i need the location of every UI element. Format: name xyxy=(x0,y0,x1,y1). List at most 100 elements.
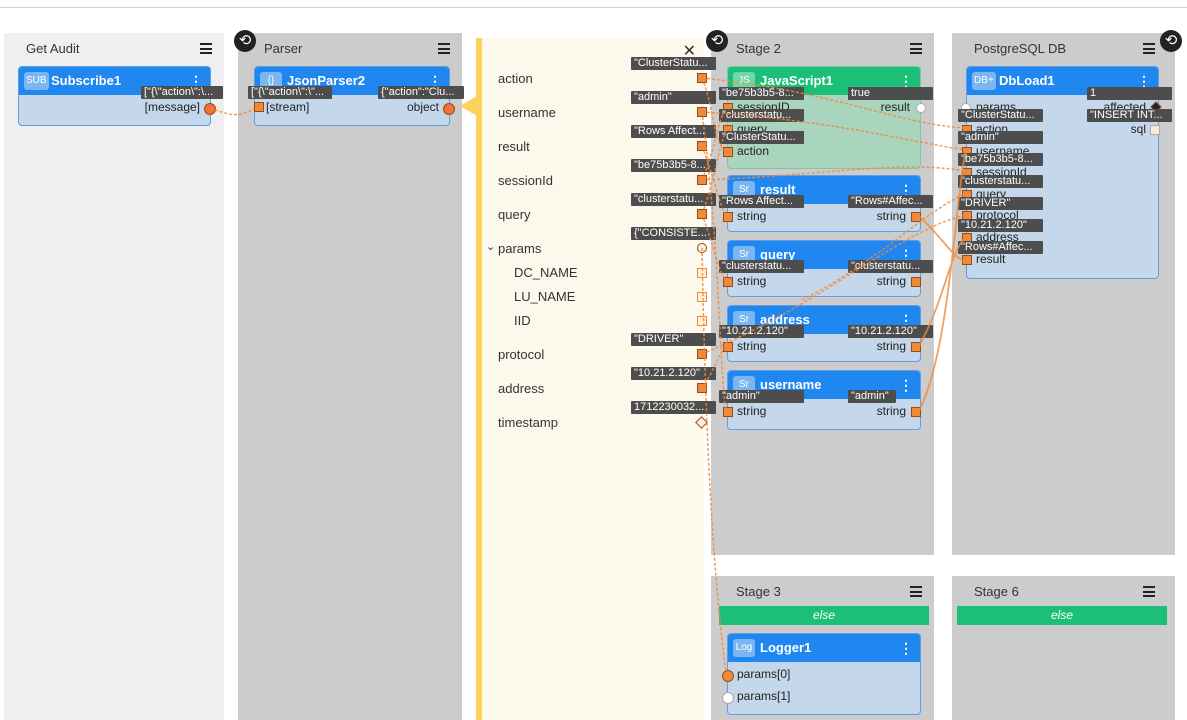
else-condition-bar[interactable]: else xyxy=(719,606,929,625)
schema-field-result[interactable]: result xyxy=(498,139,530,154)
stage-title: Get Audit xyxy=(26,41,80,56)
hamburger-menu-icon[interactable] xyxy=(1143,586,1155,597)
schema-field-address[interactable]: address xyxy=(498,381,545,396)
schema-field-protocol[interactable]: protocol xyxy=(498,347,545,362)
hamburger-menu-icon[interactable] xyxy=(200,43,212,54)
value-tag: "clusterstatu... xyxy=(719,109,804,122)
output-port-message[interactable] xyxy=(204,103,216,115)
value-tag: "be75b3b5-8... xyxy=(631,159,716,172)
output-port-lu-name[interactable] xyxy=(697,292,707,302)
node-title: DbLoad1 xyxy=(999,73,1055,88)
input-port-params-1[interactable] xyxy=(722,692,734,704)
kebab-menu-icon[interactable]: ⋮ xyxy=(899,640,913,656)
output-port-iid[interactable] xyxy=(697,316,707,326)
port-label-string: string xyxy=(737,404,767,418)
loop-icon[interactable]: ⟲ xyxy=(706,30,728,52)
output-port-address[interactable] xyxy=(697,383,707,393)
kebab-menu-icon[interactable]: ⋮ xyxy=(428,73,442,89)
output-port-string[interactable] xyxy=(911,212,921,222)
output-port-action[interactable] xyxy=(697,73,707,83)
output-port-params[interactable] xyxy=(697,243,707,253)
port-label-string: string xyxy=(876,274,906,288)
node-title: Logger1 xyxy=(760,640,812,655)
node-title: Subscribe1 xyxy=(51,73,122,88)
schema-pointer xyxy=(460,96,477,116)
input-port-params-0[interactable] xyxy=(722,670,734,682)
schema-field-params[interactable]: params xyxy=(498,241,542,256)
value-tag: "admin" xyxy=(631,91,716,104)
output-port-username[interactable] xyxy=(697,107,707,117)
schema-field-sessionid[interactable]: sessionId xyxy=(498,173,553,188)
value-tag: ["{\"action\":\"... xyxy=(248,86,332,99)
string-icon: Sr xyxy=(733,376,755,394)
input-port-result[interactable] xyxy=(962,255,972,265)
port-label-protocol: protocol xyxy=(976,208,1019,222)
port-label-string: string xyxy=(737,209,767,223)
node-logger1[interactable]: Log Logger1 ⋮ params[0] params[1] xyxy=(722,633,921,715)
value-tag: "clusterstatu... xyxy=(719,260,804,273)
schema-field-username[interactable]: username xyxy=(498,105,556,120)
input-port-action[interactable] xyxy=(723,147,733,157)
hamburger-menu-icon[interactable] xyxy=(1143,43,1155,54)
kebab-menu-icon[interactable]: ⋮ xyxy=(189,73,203,89)
output-port-protocol[interactable] xyxy=(697,349,707,359)
port-label-string: string xyxy=(876,209,906,223)
node-header: DB+ DbLoad1 ⋮ xyxy=(967,67,1158,95)
input-port-string[interactable] xyxy=(723,342,733,352)
input-port-string[interactable] xyxy=(723,212,733,222)
value-tag: "10.21.2.120" xyxy=(958,219,1043,232)
port-label-object: object xyxy=(406,100,439,114)
kebab-menu-icon[interactable]: ⋮ xyxy=(1137,73,1151,89)
database-icon: DB+ xyxy=(972,72,996,90)
output-port-object[interactable] xyxy=(443,103,455,115)
hamburger-menu-icon[interactable] xyxy=(438,43,450,54)
output-port-result[interactable] xyxy=(697,141,707,151)
else-condition-bar[interactable]: else xyxy=(957,606,1167,625)
value-tag: "Rows Affect... xyxy=(631,125,716,138)
input-port-string[interactable] xyxy=(723,277,733,287)
stage-title: PostgreSQL DB xyxy=(974,41,1067,56)
value-tag: "be75b3b5-8... xyxy=(958,153,1043,166)
output-port-result[interactable] xyxy=(916,103,926,113)
value-tag: "10.21.2.120" xyxy=(719,325,804,338)
value-tag: 1 xyxy=(1087,87,1172,100)
port-label-string: string xyxy=(876,339,906,353)
output-port-dc-name[interactable] xyxy=(697,268,707,278)
input-port-string[interactable] xyxy=(723,407,733,417)
schema-panel: ✕ action username result sessionId query… xyxy=(476,38,704,720)
node-title: JsonParser2 xyxy=(287,73,366,88)
schema-field-lu-name[interactable]: LU_NAME xyxy=(514,289,576,304)
output-port-query[interactable] xyxy=(697,209,707,219)
schema-field-action[interactable]: action xyxy=(498,71,533,86)
value-tag: true xyxy=(848,87,933,100)
value-tag: "DRIVER" xyxy=(631,333,716,346)
port-label-message: [message] xyxy=(144,100,200,114)
close-icon[interactable]: ✕ xyxy=(682,43,696,60)
stage-get-audit: Get Audit xyxy=(4,33,224,720)
schema-field-query[interactable]: query xyxy=(498,207,531,222)
schema-field-iid[interactable]: IID xyxy=(514,313,531,328)
hamburger-menu-icon[interactable] xyxy=(910,43,922,54)
kebab-menu-icon[interactable]: ⋮ xyxy=(899,377,913,393)
output-port-string[interactable] xyxy=(911,342,921,352)
schema-field-timestamp[interactable]: timestamp xyxy=(498,415,558,430)
port-label-stream: [stream] xyxy=(266,100,310,114)
stage-parser: Parser xyxy=(238,33,462,720)
port-label-result: result xyxy=(880,100,910,114)
hamburger-menu-icon[interactable] xyxy=(910,586,922,597)
schema-field-dc-name[interactable]: DC_NAME xyxy=(514,265,578,280)
input-port-stream[interactable] xyxy=(254,102,264,112)
output-port-string[interactable] xyxy=(911,277,921,287)
logger-icon: Log xyxy=(733,639,755,657)
loop-icon[interactable]: ⟲ xyxy=(1160,30,1182,52)
value-tag: {"CONSISTE... xyxy=(631,227,716,240)
value-tag: "ClusterStatu... xyxy=(719,131,804,144)
port-label-string: string xyxy=(737,274,767,288)
output-port-sessionid[interactable] xyxy=(697,175,707,185)
output-port-sql[interactable] xyxy=(1150,125,1160,135)
loop-icon[interactable]: ⟲ xyxy=(234,30,256,52)
chevron-down-icon[interactable]: ⌄ xyxy=(486,241,496,253)
stage-6: Stage 6 else xyxy=(952,576,1175,720)
output-port-string[interactable] xyxy=(911,407,921,417)
node-subscribe1[interactable]: SUB Subscribe1 ⋮ [message] xyxy=(18,66,216,126)
